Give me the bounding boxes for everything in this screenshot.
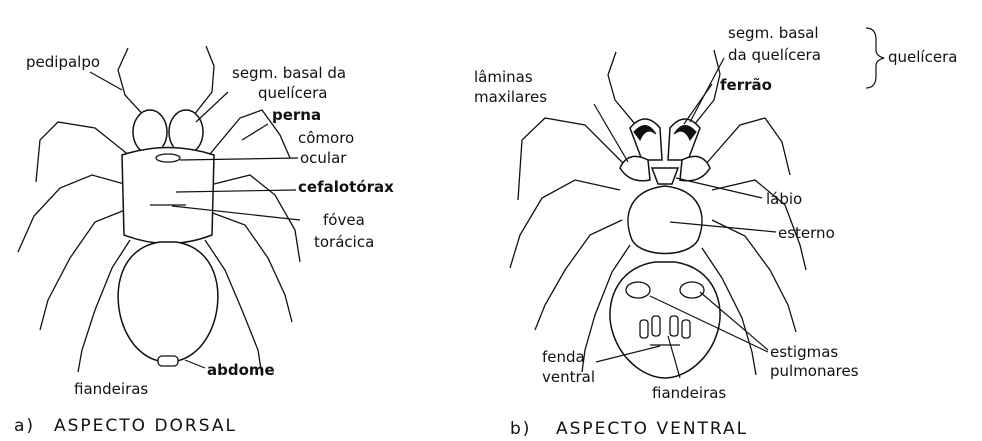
label-esterno: esterno <box>778 224 835 242</box>
dorsal-spinnerets <box>158 356 178 366</box>
label-laminas-line2: maxilares <box>474 88 547 106</box>
label-fenda-line2: ventral <box>542 368 595 386</box>
label-estigmas-line1: estigmas <box>770 343 838 361</box>
label-cefalotorax: cefalotórax <box>298 178 394 196</box>
dorsal-pedipalp-left <box>118 48 148 120</box>
ventral-abdomen <box>610 262 720 378</box>
dorsal-view: pedipalpo segm. basal da quelícera perna… <box>14 46 394 436</box>
dorsal-eye-tubercle <box>156 154 180 162</box>
label-fiandeiras-ventral: fiandeiras <box>652 384 726 402</box>
ventral-caption-letter: b) <box>510 419 531 439</box>
ventral-caption: ASPECTO VENTRAL <box>556 419 748 439</box>
ventral-maxilla-right <box>680 156 710 180</box>
label-ferrao: ferrão <box>720 76 772 94</box>
label-laminas-line1: lâminas <box>474 68 533 86</box>
ventral-book-lung-left <box>626 282 650 298</box>
label-segm-basal-v-line1: segm. basal <box>728 24 819 42</box>
label-labio: lábio <box>766 190 802 208</box>
label-abdome: abdome <box>207 361 275 379</box>
ventral-labium <box>652 168 678 184</box>
label-estigmas-line2: pulmonares <box>770 362 859 380</box>
label-segm-basal-line2: quelícera <box>258 84 327 102</box>
ventral-sternum <box>628 186 702 254</box>
quelicera-bracket <box>866 28 884 88</box>
label-fiandeiras-dorsal: fiandeiras <box>74 380 148 398</box>
ventral-leg-right-1 <box>705 118 790 175</box>
ventral-book-lung-right <box>680 282 704 298</box>
label-fenda-line1: fenda <box>542 348 585 366</box>
dorsal-leg-left-2 <box>18 175 128 252</box>
label-segm-basal-v-line2: da quelícera <box>728 46 821 64</box>
ventral-pedipalp-left <box>608 52 640 130</box>
ventral-spider-drawing <box>510 50 806 378</box>
dorsal-abdomen <box>118 242 218 362</box>
label-fovea-line1: fóvea <box>323 211 365 229</box>
dorsal-caption-letter: a) <box>14 416 35 436</box>
label-comoro-line1: cômoro <box>298 129 354 147</box>
label-perna: perna <box>272 106 321 124</box>
leader-pedipalpo <box>90 72 122 90</box>
label-quelicera: quelícera <box>888 48 957 66</box>
dorsal-caption: ASPECTO DORSAL <box>54 416 237 436</box>
label-comoro-line2: ocular <box>300 149 347 167</box>
leader-abdome <box>185 360 205 368</box>
label-pedipalpo: pedipalpo <box>26 53 100 71</box>
ventral-pedipalp-right <box>690 50 720 130</box>
dorsal-leg-left-1 <box>36 122 135 182</box>
label-fovea-line2: torácica <box>314 233 374 251</box>
label-segm-basal-line1: segm. basal da <box>232 64 346 82</box>
leader-segm-basal-v <box>690 58 724 122</box>
ventral-maxilla-left <box>620 156 650 180</box>
ventral-view: segm. basal da quelícera quelícera lâmin… <box>474 24 957 439</box>
